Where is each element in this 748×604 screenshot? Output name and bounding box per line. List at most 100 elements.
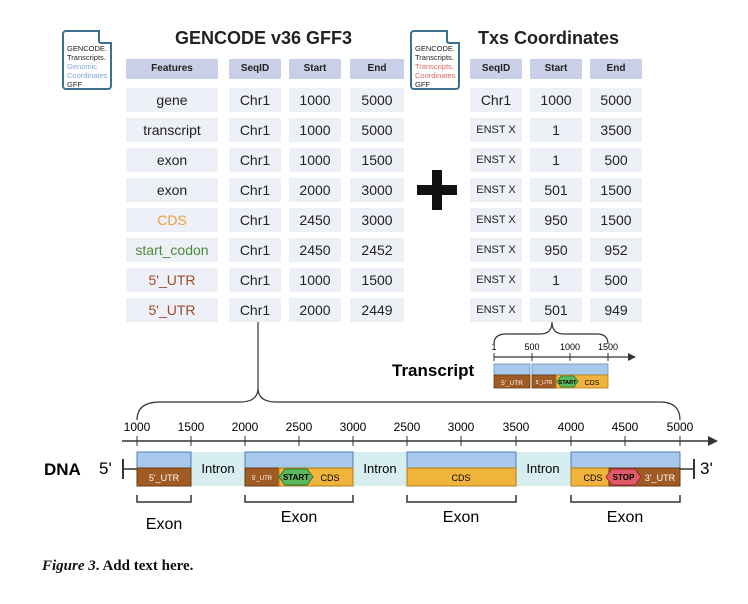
table-cell: 501 <box>530 178 582 202</box>
transcript-tick-label: 500 <box>524 342 539 352</box>
transcript-utr-top <box>493 363 531 376</box>
column-header: End <box>590 59 642 79</box>
doc-line: Transcripts. <box>67 53 106 62</box>
dna-brace <box>136 387 681 421</box>
transcript-tick-label: 1 <box>491 342 496 352</box>
dna-label: DNA <box>44 460 81 479</box>
column-header: Start <box>289 59 341 79</box>
gff-document-icon: GENCODE. Transcripts. Genomic. Coordinat… <box>62 30 112 90</box>
dna-tick-label: 5000 <box>667 420 694 434</box>
table-cell: 2452 <box>350 238 404 262</box>
exon-bracket <box>136 495 192 503</box>
table-cell: 952 <box>590 238 642 262</box>
table-cell: 5000 <box>350 118 404 142</box>
table-cell: start_codon <box>126 238 218 262</box>
exon1-utr-label: 5'_UTR <box>149 473 180 483</box>
table-cell: 3000 <box>350 208 404 232</box>
doc-line: GENCODE. <box>67 44 108 53</box>
table-cell: 3500 <box>590 118 642 142</box>
table-cell: 1000 <box>530 88 582 112</box>
dna-axis-arrow <box>708 436 718 446</box>
table-cell: 1500 <box>590 178 642 202</box>
exon3-cds-label: CDS <box>451 473 470 483</box>
exon2-cds-label: CDS <box>320 473 339 483</box>
table-cell: CDS <box>126 208 218 232</box>
table-cell: ENST X <box>470 268 522 292</box>
start-codon-icon <box>278 468 314 486</box>
table-cell: Chr1 <box>229 298 281 322</box>
column-header: SeqID <box>229 59 281 79</box>
transcript-brace <box>493 321 609 345</box>
exon3-cds <box>406 467 517 487</box>
table-cell: 950 <box>530 238 582 262</box>
doc-fold-corner <box>446 30 460 44</box>
column-header: Features <box>126 59 218 79</box>
start-codon-label: START <box>283 473 309 482</box>
txs-document-icon: GENCODE. Transcripts. Transcripts. Coord… <box>410 30 460 90</box>
table-cell: 1000 <box>289 118 341 142</box>
table-cell: ENST X <box>470 118 522 142</box>
dna-tick-labels: 1000 1500 2000 2500 3000 2500 3000 3500 … <box>124 420 694 434</box>
transcript-axis-arrow <box>628 353 636 361</box>
intron-label: Intron <box>526 461 559 476</box>
exon-bracket <box>570 495 681 503</box>
exon4-top <box>570 451 681 469</box>
table-cell: ENST X <box>470 298 522 322</box>
column-header: Start <box>530 59 582 79</box>
table-cell: 1000 <box>289 88 341 112</box>
table-cell: 5'_UTR <box>126 298 218 322</box>
dna-ticks <box>136 436 681 446</box>
table-cell: 1 <box>530 118 582 142</box>
table-cell: Chr1 <box>229 268 281 292</box>
transcript-label: Transcript <box>392 361 475 380</box>
transcript-start-icon <box>556 375 579 388</box>
table-cell: ENST X <box>470 178 522 202</box>
exon-brackets <box>136 495 681 503</box>
table-cell: 500 <box>590 268 642 292</box>
doc-line: Coordinates <box>67 71 108 80</box>
dna-tick-label: 1000 <box>124 420 151 434</box>
dna-tick-label: 2500 <box>286 420 313 434</box>
table-cell: 1500 <box>350 148 404 172</box>
transcript-tick-label: 1500 <box>598 342 618 352</box>
doc-line: GFF <box>67 80 82 89</box>
table-cell: 3000 <box>350 178 404 202</box>
table-cell: transcript <box>126 118 218 142</box>
dna-tick-label: 1500 <box>178 420 205 434</box>
table-cell: 1 <box>530 268 582 292</box>
doc-line: Transcripts. <box>415 53 454 62</box>
table-cell: 1000 <box>289 148 341 172</box>
transcript-utr2-label: 5'_UTR <box>536 380 553 386</box>
table-cell: 1000 <box>289 268 341 292</box>
column-header: End <box>350 59 404 79</box>
table-cell: 501 <box>530 298 582 322</box>
exon1-top <box>136 451 192 469</box>
exon4-cds-label: CDS <box>583 473 602 483</box>
column-header: SeqID <box>470 59 522 79</box>
table-cell: ENST X <box>470 148 522 172</box>
transcript-tick-label: 1000 <box>560 342 580 352</box>
exon-label: Exon <box>607 509 643 526</box>
table-cell: Chr1 <box>229 148 281 172</box>
table-cell: 1 <box>530 148 582 172</box>
right-table-title: Txs Coordinates <box>478 28 620 48</box>
table-cell: Chr1 <box>229 238 281 262</box>
table-cell: 949 <box>590 298 642 322</box>
table-cell: Chr1 <box>470 88 522 112</box>
dna-tick-label: 4500 <box>612 420 639 434</box>
table-cell: Chr1 <box>229 118 281 142</box>
three-prime-label: 3' <box>700 459 713 478</box>
transcript-utr <box>493 374 531 389</box>
table-cell: 5000 <box>590 88 642 112</box>
intron-2 <box>353 452 407 486</box>
plus-icon <box>417 170 457 210</box>
doc-line: GENCODE. <box>415 44 456 53</box>
intron-label: Intron <box>201 461 234 476</box>
exon2-top <box>244 451 354 469</box>
table-cell: 500 <box>590 148 642 172</box>
exon-label: Exon <box>281 509 317 526</box>
exon-labels: Exon Exon Exon Exon <box>146 509 643 533</box>
transcript-ticks <box>493 353 609 361</box>
table-cell: Chr1 <box>229 208 281 232</box>
doc-line: GFF <box>415 80 430 89</box>
